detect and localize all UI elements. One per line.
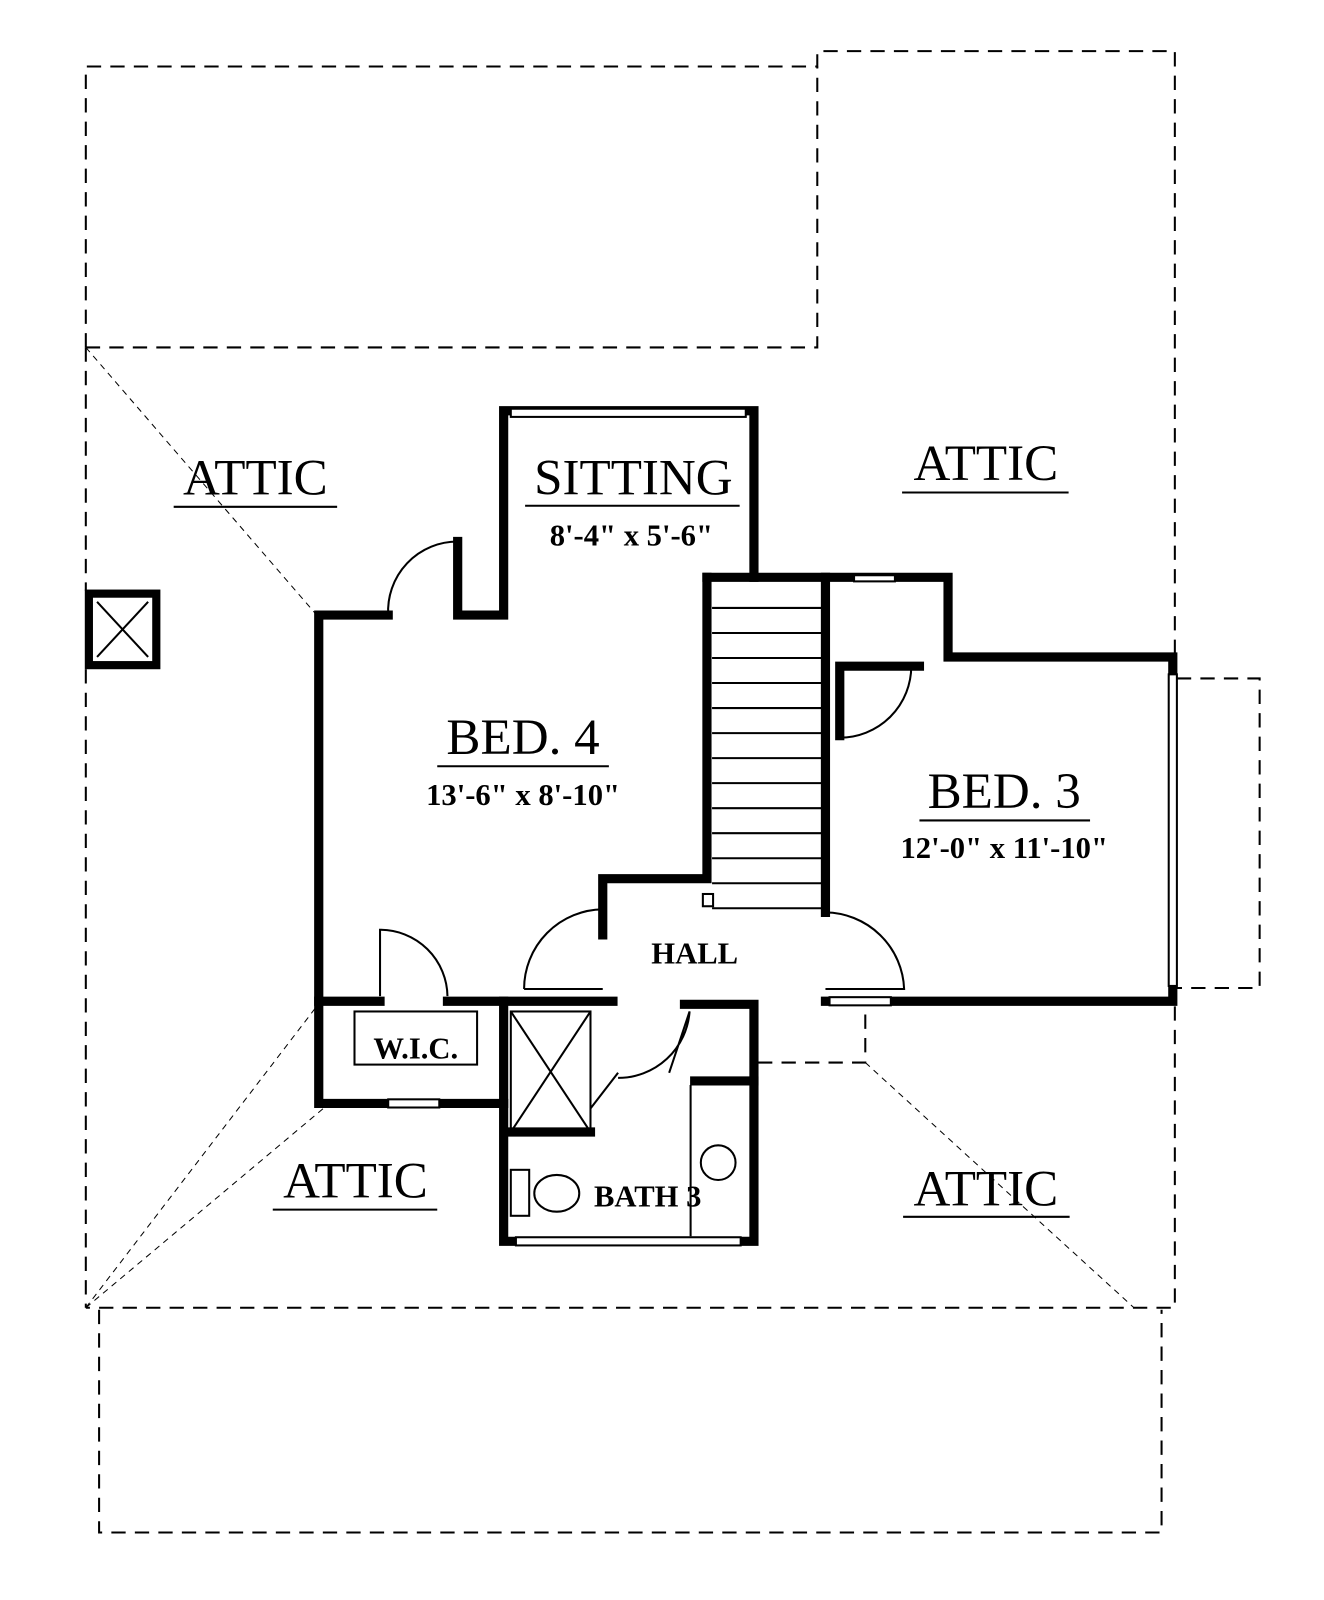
- room-label-bath3: BATH 3: [594, 1180, 701, 1214]
- stairs: [701, 606, 822, 910]
- room-size-bed3: 12'-0" x 11'-10": [900, 831, 1108, 865]
- toilet-icon: [533, 1173, 581, 1213]
- sink-icon: [699, 1144, 737, 1182]
- roof-outline: [84, 50, 1261, 1534]
- room-label-bed3: BED. 3: [928, 763, 1081, 820]
- closet-rod: [353, 1010, 479, 1066]
- fixtures: [353, 1010, 737, 1237]
- room-size-sitting: 8'-4" x 5'-6": [550, 519, 713, 553]
- room-label-hall: HALL: [651, 936, 738, 970]
- room-label-bed4: BED. 4: [446, 709, 599, 766]
- room-label-attic: ATTIC: [283, 1152, 428, 1209]
- walls: [314, 406, 1178, 1246]
- room-label-wic: W.I.C.: [373, 1031, 458, 1065]
- doors: [379, 540, 913, 1110]
- room-label-attic: ATTIC: [913, 435, 1058, 492]
- labels: ATTIC ATTIC ATTIC ATTIC SITTING 8'-4" x …: [173, 435, 1108, 1218]
- room-size-bed4: 13'-6" x 8'-10": [426, 778, 620, 812]
- vent-icon: [84, 589, 161, 670]
- room-label-attic: ATTIC: [913, 1161, 1058, 1218]
- room-label-sitting: SITTING: [534, 450, 733, 507]
- room-label-attic: ATTIC: [183, 450, 328, 507]
- windows: [387, 407, 1178, 1247]
- shower: [509, 1010, 592, 1134]
- newel-post: [701, 892, 715, 908]
